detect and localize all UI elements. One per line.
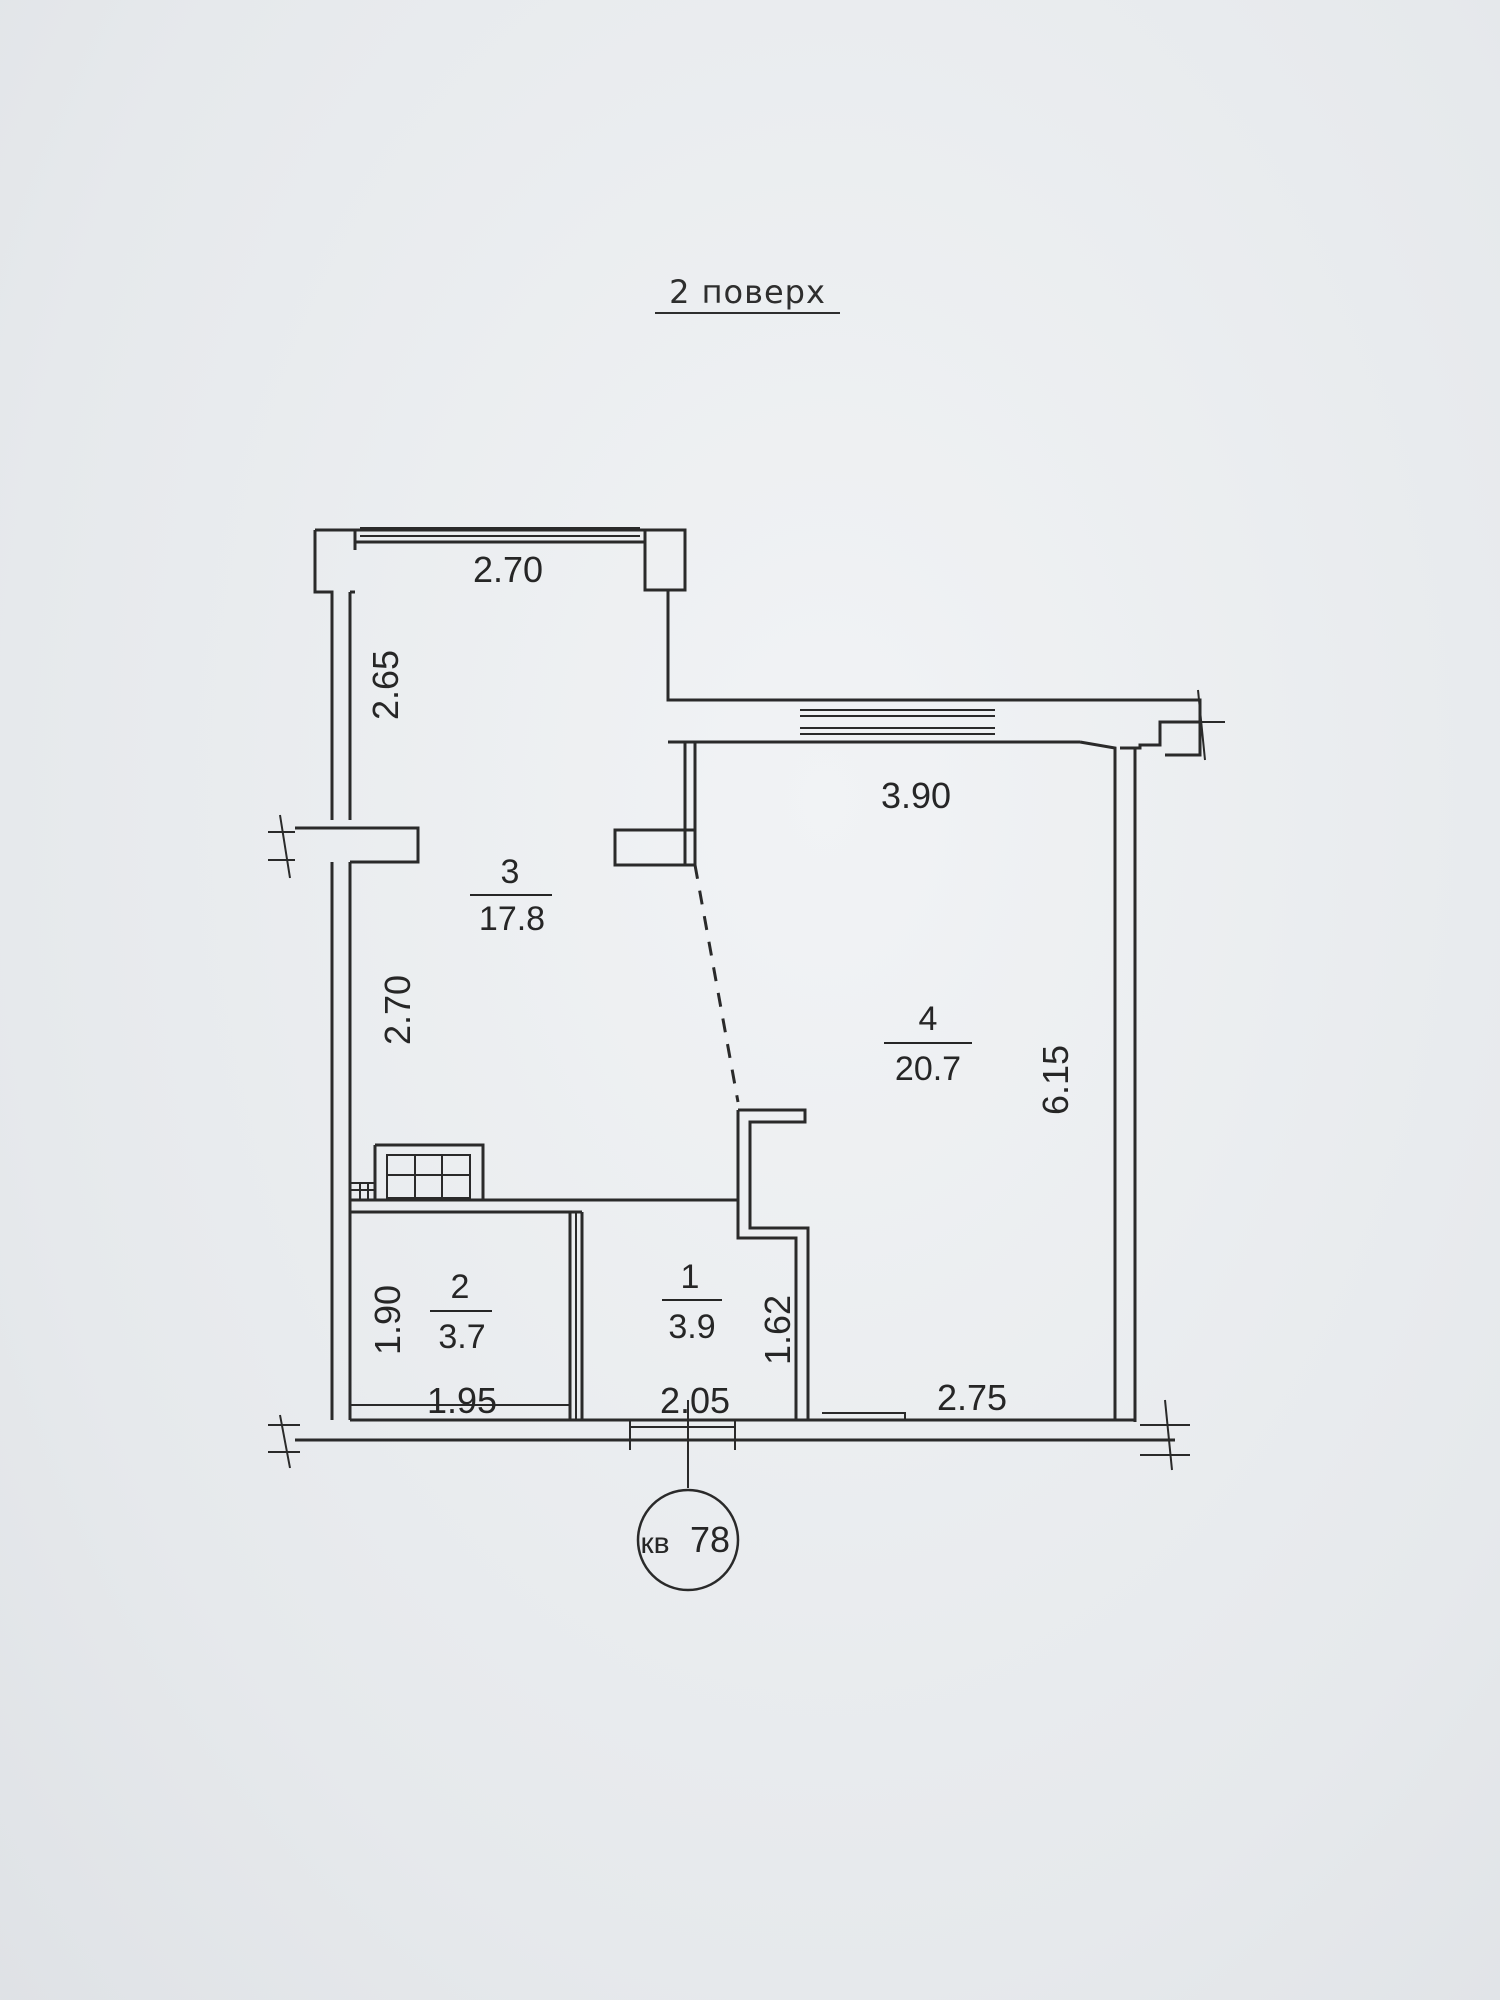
dim-bottom-right-width: 2.75 — [937, 1377, 1007, 1418]
room-4-label: 4 20.7 — [884, 1000, 972, 1088]
dim-balcony-width: 2.70 — [473, 549, 543, 590]
dim-room1-height: 1.62 — [757, 1295, 798, 1365]
dim-room4-height: 6.15 — [1035, 1045, 1076, 1115]
dim-room1-width: 2.05 — [660, 1380, 730, 1421]
room-1-number: 1 — [681, 1258, 700, 1296]
dim-room2-width: 1.95 — [427, 1380, 497, 1421]
room-1-label: 1 3.9 — [662, 1258, 722, 1346]
room-3-number: 3 — [501, 853, 520, 891]
dim-upper-left-height: 2.65 — [365, 650, 406, 720]
inner-walls — [350, 742, 810, 1422]
room-2-number: 2 — [451, 1268, 470, 1306]
apartment-prefix: кв — [640, 1527, 669, 1560]
dim-room2-height: 1.90 — [367, 1285, 408, 1355]
dim-lower-left-height: 2.70 — [377, 975, 418, 1045]
room-4-area: 20.7 — [895, 1050, 961, 1088]
apartment-marker: кв 78 — [636, 1400, 740, 1592]
apartment-number: 78 — [690, 1519, 730, 1560]
room-4-number: 4 — [919, 1000, 938, 1038]
room-2-label: 2 3.7 — [430, 1268, 492, 1356]
dimensions: 2.70 2.65 2.70 3.90 6.15 1.90 1.95 2.05 … — [365, 549, 1076, 1421]
room-3-area: 17.8 — [479, 900, 545, 938]
dim-room4-width: 3.90 — [881, 775, 951, 816]
room-3-label: 3 17.8 — [470, 853, 552, 938]
floor-title: 2 поверх — [655, 272, 840, 314]
room-2-area: 3.7 — [438, 1318, 485, 1356]
room-1-area: 3.9 — [668, 1308, 715, 1346]
